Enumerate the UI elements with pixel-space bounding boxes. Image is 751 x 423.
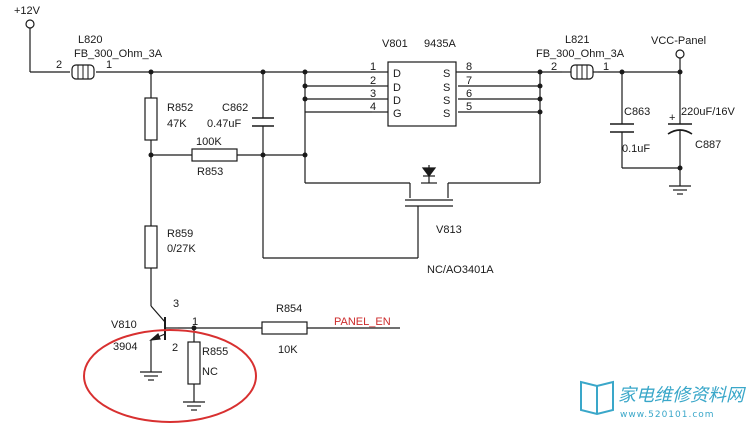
capacitor-c862: C862 0.47uF bbox=[207, 102, 274, 130]
l820-ref: L820 bbox=[78, 34, 102, 46]
r855-ref: R855 bbox=[202, 346, 228, 358]
c863-ref: C863 bbox=[624, 106, 650, 118]
v810-pin-c: 3 bbox=[173, 298, 179, 310]
l820-pin-2: 2 bbox=[56, 59, 62, 71]
v810-value: 3904 bbox=[113, 341, 137, 353]
c887-ref: C887 bbox=[695, 139, 721, 151]
vin-terminal: +12V bbox=[14, 5, 41, 29]
l820-value: FB_300_Ohm_3A bbox=[74, 48, 163, 60]
capacitor-c863: C863 0.1uF bbox=[610, 106, 650, 155]
c862-ref: C862 bbox=[222, 102, 248, 114]
v801-pin-name-g: G bbox=[393, 108, 402, 120]
v801-pin-numbers-left: 1 2 3 4 bbox=[370, 61, 376, 113]
r853-ref: R853 bbox=[197, 166, 223, 178]
v801-value: 9435A bbox=[424, 38, 456, 50]
vin-label: +12V bbox=[14, 5, 41, 17]
ground-emitter bbox=[140, 371, 162, 381]
ground-output bbox=[669, 185, 691, 195]
v801-pin-name-d3: D bbox=[393, 95, 401, 107]
ground-r855 bbox=[183, 401, 205, 411]
transistor-v810: V810 3904 3 1 2 bbox=[111, 298, 198, 354]
r859-value: 0/27K bbox=[167, 243, 196, 255]
v810-pin-b: 1 bbox=[192, 316, 198, 328]
v801-pin-4: 4 bbox=[370, 101, 376, 113]
r852-ref: R852 bbox=[167, 102, 193, 114]
junctions bbox=[148, 69, 683, 331]
ferrite-bead-l821: L821 FB_300_Ohm_3A 2 1 bbox=[536, 34, 625, 80]
v801-pin-2: 2 bbox=[370, 75, 376, 87]
enable-net-label: PANEL_EN bbox=[334, 316, 391, 328]
r854-value: 10K bbox=[278, 344, 298, 356]
v801-pin-names-left: D D D G bbox=[393, 68, 402, 120]
r852-value: 47K bbox=[167, 118, 187, 130]
v801-pin-6: 6 bbox=[466, 88, 472, 100]
watermark-title: 家电维修资料网 bbox=[618, 385, 746, 406]
resistor-r853: 100K R853 bbox=[191, 136, 238, 178]
v801-pin-name-s4: S bbox=[443, 108, 450, 120]
v801-pin-name-d1: D bbox=[393, 68, 401, 80]
v810-ref: V810 bbox=[111, 319, 137, 331]
v801-pin-numbers-right: 8 7 6 5 bbox=[466, 61, 472, 113]
highlight-circle bbox=[83, 329, 257, 423]
resistor-r852: R852 47K bbox=[144, 97, 193, 141]
v801-pin-name-s3: S bbox=[443, 95, 450, 107]
ferrite-bead-l820: L820 FB_300_Ohm_3A 2 1 bbox=[56, 34, 163, 80]
mosfet-v813: V813 NC/AO3401A bbox=[405, 165, 494, 276]
l821-pin-1: 1 bbox=[603, 61, 609, 73]
l821-pin-2: 2 bbox=[551, 61, 557, 73]
l821-value: FB_300_Ohm_3A bbox=[536, 48, 625, 60]
mosfet-ic-v801: V801 9435A 1 2 3 4 D D D G S S S S 8 7 6… bbox=[370, 38, 472, 127]
v801-pin-7: 7 bbox=[466, 75, 472, 87]
v801-pin-1: 1 bbox=[370, 61, 376, 73]
r855-value: NC bbox=[202, 366, 218, 378]
watermark-url: www.520101.com bbox=[620, 410, 715, 420]
v813-ref: V813 bbox=[436, 224, 462, 236]
r859-ref: R859 bbox=[167, 228, 193, 240]
v801-pin-name-s2: S bbox=[443, 82, 450, 94]
r853-value: 100K bbox=[196, 136, 222, 148]
vout-terminal: VCC-Panel bbox=[651, 35, 706, 59]
capacitor-c887: + 220uF/16V C887 bbox=[667, 106, 735, 151]
r854-ref: R854 bbox=[276, 303, 302, 315]
resistor-r859: R859 0/27K bbox=[144, 225, 196, 269]
l821-ref: L821 bbox=[565, 34, 589, 46]
c887-value: 220uF/16V bbox=[681, 106, 735, 118]
l820-pin-1: 1 bbox=[106, 59, 112, 71]
c887-plus: + bbox=[669, 112, 675, 124]
resistor-r854: R854 10K bbox=[261, 303, 308, 356]
watermark: 家电维修资料网 www.520101.com bbox=[580, 380, 746, 420]
v801-pin-names-right: S S S S bbox=[443, 68, 450, 120]
v813-value: NC/AO3401A bbox=[427, 264, 494, 276]
c862-value: 0.47uF bbox=[207, 118, 242, 130]
book-icon bbox=[580, 380, 614, 416]
v801-pin-3: 3 bbox=[370, 88, 376, 100]
c863-value: 0.1uF bbox=[622, 143, 650, 155]
v801-ref: V801 bbox=[382, 38, 408, 50]
v801-pin-5: 5 bbox=[466, 101, 472, 113]
v801-pin-8: 8 bbox=[466, 61, 472, 73]
vout-label: VCC-Panel bbox=[651, 35, 706, 47]
wires bbox=[29, 28, 681, 402]
v810-pin-e: 2 bbox=[172, 342, 178, 354]
v801-pin-name-s1: S bbox=[443, 68, 450, 80]
v801-pin-name-d2: D bbox=[393, 82, 401, 94]
resistor-r855: R855 NC bbox=[187, 341, 228, 385]
